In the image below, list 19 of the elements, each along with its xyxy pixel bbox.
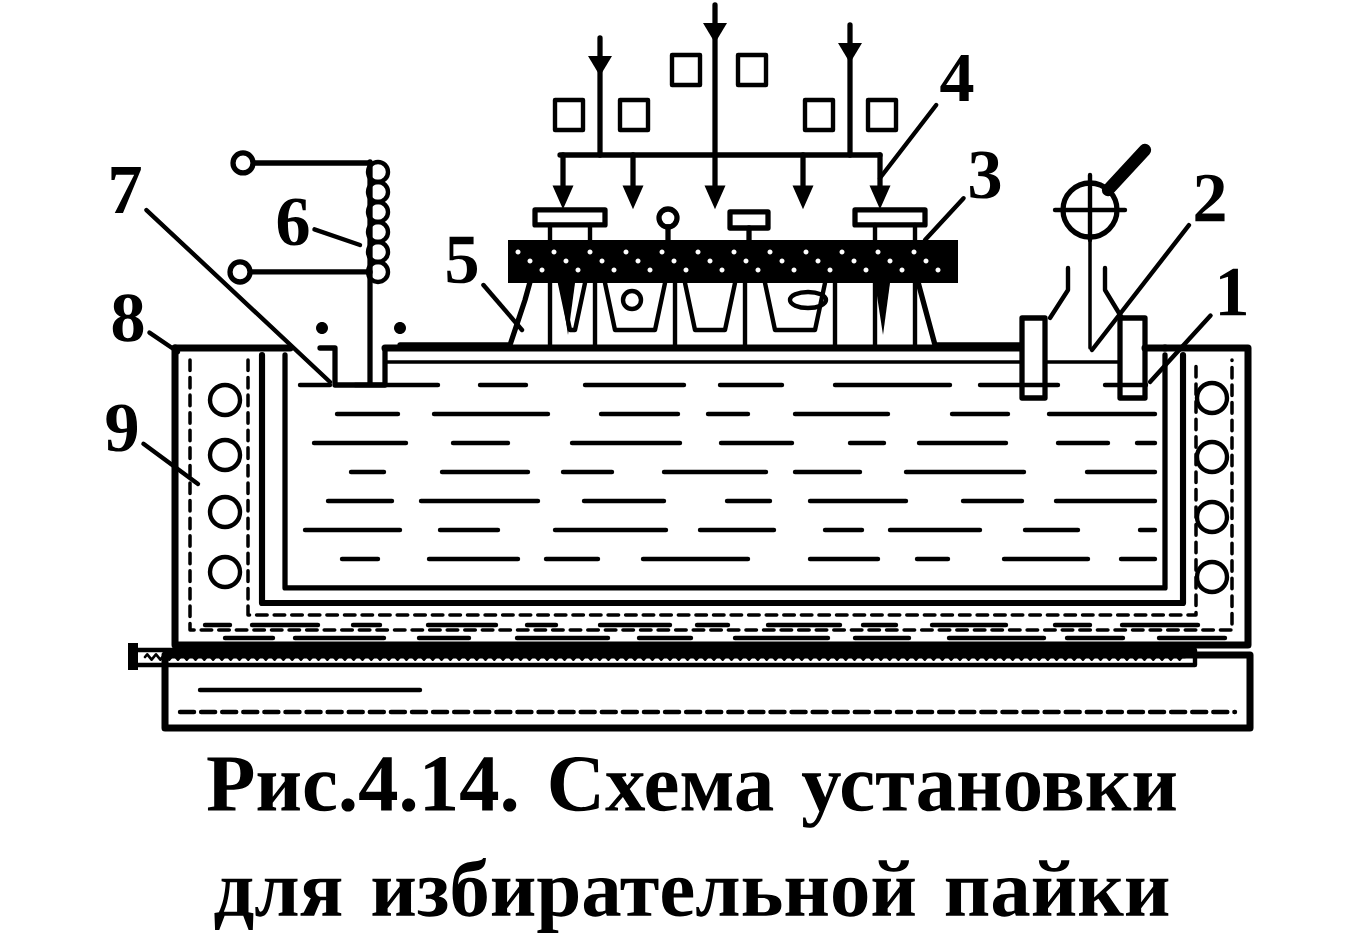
- callout-number: 9: [106, 404, 138, 452]
- callout-number: 3: [970, 151, 1001, 199]
- leader-line: [147, 330, 181, 355]
- callout-number: 1: [1220, 268, 1246, 316]
- leader-line: [877, 102, 939, 181]
- caption: Рис.4.14. Схема установки для избирательной пайки: [207, 756, 1176, 934]
- callout-number: 6: [277, 198, 309, 246]
- leader-line: [144, 207, 333, 385]
- callout-number: 7: [111, 167, 141, 213]
- leader-line: [481, 282, 525, 333]
- leader-line: [1147, 313, 1213, 385]
- leader-line: [312, 227, 363, 248]
- leader-line: [922, 196, 966, 243]
- callout-number: 5: [447, 236, 477, 284]
- callout-number: 2: [1195, 174, 1225, 222]
- callout-number: 4: [940, 54, 974, 102]
- leader-line: [1089, 222, 1192, 353]
- callout-number: 8: [112, 294, 144, 342]
- leader-line: [141, 441, 201, 487]
